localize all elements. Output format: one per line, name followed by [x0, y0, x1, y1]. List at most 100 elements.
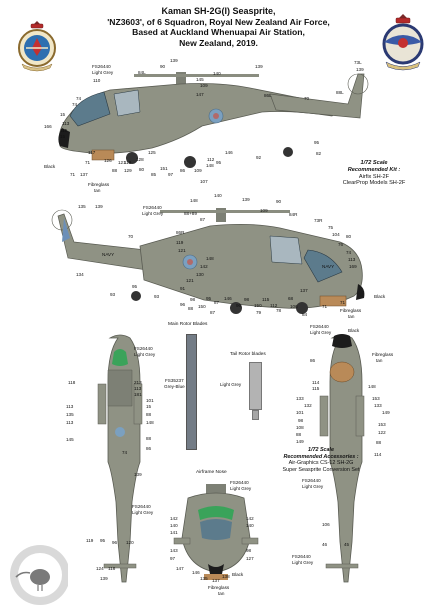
callout: 113 — [66, 404, 74, 409]
callout: 79 — [256, 310, 262, 315]
callout: 121 — [178, 248, 186, 253]
callout: Light Grey — [132, 510, 154, 515]
callout: Black — [232, 572, 244, 577]
callout: 128 — [136, 157, 144, 162]
callout: 120 — [126, 540, 134, 545]
callout: Light Grey — [302, 484, 324, 489]
callout: 114 — [312, 380, 320, 385]
callout: 106 — [290, 304, 298, 309]
callout: 68 — [288, 296, 294, 301]
callout: 113 — [62, 121, 70, 126]
callout: 127 — [246, 556, 254, 561]
callout: 85 — [151, 172, 157, 177]
callout: 119 — [176, 240, 184, 245]
callout: Light Grey — [230, 486, 252, 491]
callout: 124 — [96, 566, 104, 571]
main-rotor-blade — [186, 334, 197, 450]
callout: 46 — [322, 542, 328, 547]
callout: 74 — [122, 450, 128, 455]
callout: 213 — [134, 380, 142, 385]
air-force-crest-icon — [382, 14, 424, 71]
front-view — [173, 484, 259, 580]
side-view-left — [58, 72, 369, 168]
callout: 146 — [192, 570, 200, 575]
callout: Fibreglass — [372, 352, 394, 357]
callout: 70 — [304, 96, 310, 101]
title-line-3: Based at Auckland Whenuapai Air Station, — [132, 27, 305, 38]
kit-recommended-heading: Recommended Kit : — [347, 166, 401, 173]
callout: 86 — [180, 168, 186, 173]
main-blade-color-line1: FS35237 — [165, 378, 184, 383]
callout: 108 — [296, 425, 304, 430]
callout: 74 — [346, 250, 352, 255]
callout: 109 — [194, 168, 202, 173]
callout: 142 — [246, 516, 254, 521]
callout: 135 — [200, 576, 208, 581]
callout: 97 — [170, 556, 176, 561]
callout: 126 — [104, 158, 112, 163]
callout: 148 — [368, 384, 376, 389]
callout: 139 — [356, 67, 364, 72]
callout: Fibreglass — [88, 182, 110, 187]
callout: 88 — [376, 440, 382, 445]
callout: 110 — [93, 78, 101, 83]
callout: 118 — [68, 380, 76, 385]
main-rotor-blades-title: Main Rotor Blades — [168, 322, 208, 327]
callout: 91 — [180, 286, 186, 291]
callout: 153 — [378, 422, 386, 427]
callout: 96 — [236, 303, 242, 308]
title-line-1: Kaman SH-2G(I) Seasprite, — [161, 6, 276, 16]
callout: NAVY — [322, 264, 335, 269]
title-line-2: 'NZ3603', of 6 Squadron, Royal New Zeala… — [107, 16, 330, 27]
top-view — [97, 334, 143, 583]
callout: 150 — [254, 303, 262, 308]
callout: 125 — [148, 150, 156, 155]
acc-item-2: Super Seasprite Conversion Set — [282, 466, 360, 473]
callout: 95 — [216, 160, 222, 165]
callout: 88 — [112, 168, 118, 173]
callout: 147 — [196, 92, 204, 97]
callout: 90 — [276, 199, 282, 204]
callout: 119 — [124, 160, 132, 165]
callout: 73L — [354, 60, 362, 65]
callout: 74 — [72, 102, 78, 107]
callout: 119 — [86, 538, 94, 543]
callout: 78 — [276, 308, 282, 313]
callout: 139 — [100, 576, 108, 581]
callout: Black — [44, 164, 56, 169]
callout: 139 — [134, 472, 142, 477]
callout: tan — [348, 314, 355, 319]
callout: 93 — [110, 292, 116, 297]
recommended-kit-box: 1/72 Scale Recommended Kit : Airfix SH-2… — [318, 160, 430, 187]
callout: 115 — [262, 297, 270, 302]
recommended-accessories-box: 1/72 Scale Recommended Accessories : Air… — [266, 447, 376, 473]
callout: 80 — [139, 167, 145, 172]
callout: 133 — [296, 396, 304, 401]
callout: 101 — [296, 410, 304, 415]
callout: Light Grey — [92, 70, 114, 75]
callout: 109 — [260, 208, 268, 213]
callout: 139 — [95, 204, 103, 209]
callout: 98 — [246, 548, 252, 553]
squadron-crest-icon — [18, 21, 56, 72]
callout: 88 — [296, 432, 302, 437]
callout: 71 — [340, 300, 346, 305]
callout: 149 — [296, 439, 304, 444]
callout: 109 — [200, 83, 208, 88]
callout: 96 — [180, 302, 186, 307]
callout: 96 — [112, 540, 118, 545]
callout: 139 — [170, 58, 178, 63]
callout: Fibreglass — [340, 308, 362, 313]
callout: 107 — [200, 179, 208, 184]
callout: FS26440 — [132, 504, 151, 509]
callout: 140 — [246, 523, 254, 528]
callout: 166 — [44, 124, 52, 129]
callout: 121 — [186, 278, 194, 283]
callout: 148 — [206, 163, 214, 168]
callout: 87 — [200, 217, 206, 222]
nose-view-title: Airframe Nose — [196, 470, 227, 475]
callout: FS26440 — [92, 64, 111, 69]
callout: 73R — [314, 218, 323, 223]
kit-2: ClearProp Models SH-2F — [342, 180, 406, 187]
